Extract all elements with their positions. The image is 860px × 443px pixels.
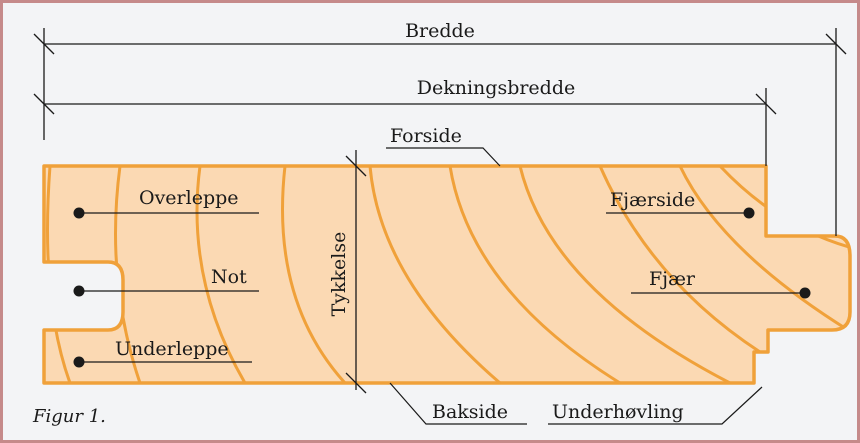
underhovling-leader (548, 386, 763, 425)
tykkelse-label: Tykkelse (328, 232, 350, 317)
tykkelse-dimension (345, 150, 367, 394)
fjaer-label: Fjær (649, 268, 696, 290)
overleppe-label: Overleppe (139, 187, 239, 209)
bakside-leader (389, 382, 527, 425)
bredde-label: Bredde (405, 20, 475, 42)
forside-label: Forside (390, 125, 462, 147)
dekningsbredde-dimension (33, 88, 777, 166)
board-outline (42, 164, 852, 385)
fjaerside-label: Fjærside (610, 189, 695, 211)
bredde-dimension (33, 28, 847, 236)
forside-leader (386, 147, 501, 167)
board-profile (42, 164, 852, 385)
dekningsbredde-label: Dekningsbredde (417, 77, 576, 99)
bakside-label: Bakside (432, 401, 508, 423)
figure-caption: Figur 1. (32, 406, 106, 427)
not-label: Not (211, 266, 247, 288)
underhovling-label: Underhøvling (552, 401, 684, 423)
underleppe-label: Underleppe (115, 338, 229, 360)
